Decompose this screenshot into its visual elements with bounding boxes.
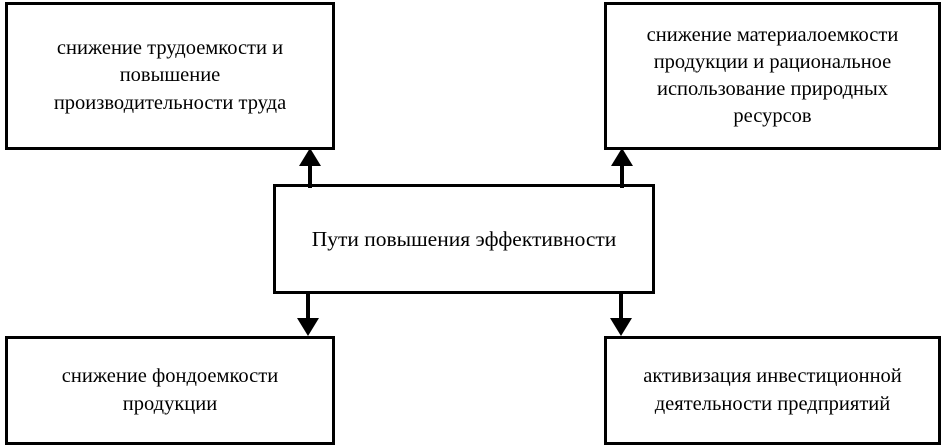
node-top-left-label: снижение трудоемкости и повышение произв… bbox=[53, 37, 287, 114]
node-top-right: снижение материалоемкости продукции и ра… bbox=[604, 2, 941, 150]
node-top-left: снижение трудоемкости и повышение произв… bbox=[5, 2, 335, 150]
node-bottom-left: снижение фондоемкости продукции bbox=[5, 336, 335, 445]
node-center-label: Пути повышения эффективности bbox=[311, 226, 617, 251]
node-center: Пути повышения эффективности bbox=[273, 184, 655, 294]
arrow-center-to-top-left bbox=[296, 148, 324, 188]
node-top-right-label: снижение материалоемкости продукции и ра… bbox=[646, 23, 899, 128]
node-bottom-left-label: снижение фондоемкости продукции bbox=[61, 365, 279, 415]
node-bottom-right: активизация инвестиционной деятельности … bbox=[604, 336, 941, 445]
arrow-center-to-top-right bbox=[608, 148, 636, 188]
arrow-center-to-bottom-left bbox=[294, 294, 322, 336]
node-bottom-right-label: активизация инвестиционной деятельности … bbox=[643, 365, 902, 415]
arrow-center-to-bottom-right bbox=[607, 294, 635, 336]
